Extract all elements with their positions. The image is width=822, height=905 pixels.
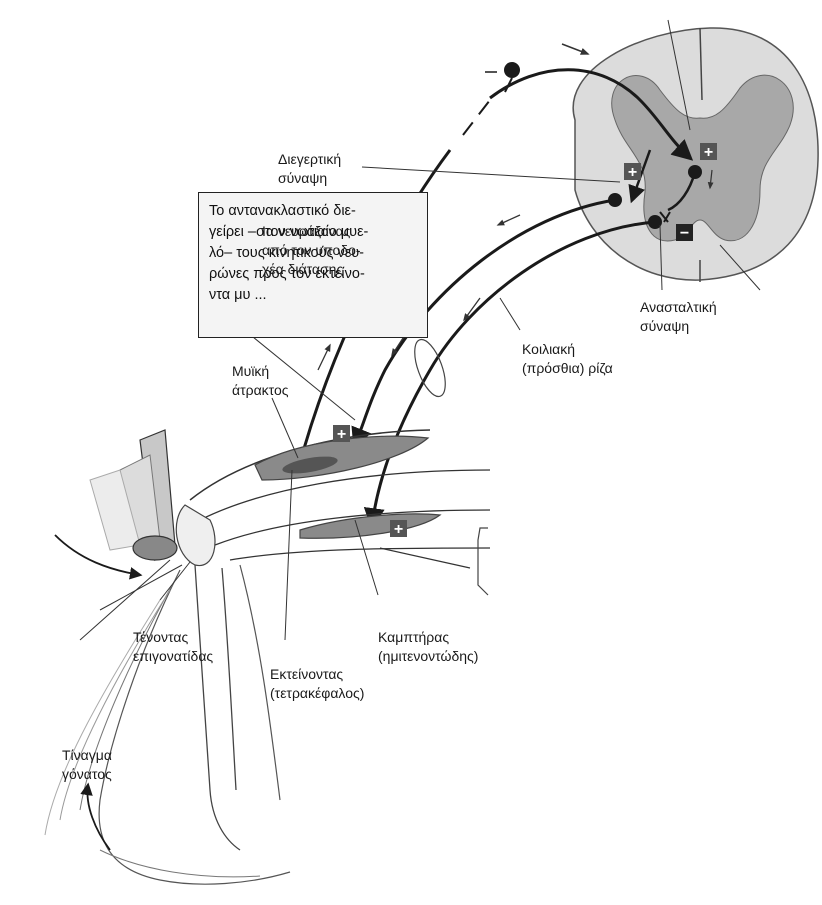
svg-text:+: +: [394, 521, 403, 538]
label-flexor: Καμπτήρας (ημιτενοντώδης): [378, 628, 478, 666]
plus-badge-cord: +: [700, 143, 717, 161]
minus-badge-inhibitory: −: [676, 224, 693, 242]
spinal-cord: [573, 28, 818, 282]
plus-badge-extensor: +: [333, 425, 350, 443]
svg-text:−: −: [680, 225, 689, 242]
plus-badge-excitatory: +: [624, 163, 641, 181]
patella: [176, 505, 215, 566]
svg-text:+: +: [337, 426, 346, 443]
label-ia-axon: Ια νευράξονας από τον υποδο- χέα διάταση…: [262, 222, 361, 279]
svg-text:+: +: [628, 164, 637, 181]
label-inhibitory-synapse: Ανασταλτική σύναψη: [640, 298, 717, 336]
flexor-muscle: [300, 514, 440, 538]
plus-badge-flexor: +: [390, 520, 407, 538]
label-extensor: Εκτείνοντας (τετρακέφαλος): [270, 665, 364, 703]
label-patellar-tendon: Τένοντας επιγονατίδας: [133, 628, 213, 666]
callout-line: Το αντανακλαστικό διε-: [209, 201, 417, 222]
svg-text:+: +: [704, 144, 713, 161]
thigh: [176, 430, 490, 595]
label-excitatory-synapse: Διεγερτική σύναψη: [278, 150, 341, 188]
reflex-hammer-icon: [55, 430, 177, 575]
lower-leg: [45, 565, 290, 884]
label-ventral-root: Κοιλιακή (πρόσθια) ρίζα: [522, 340, 613, 378]
label-muscle-spindle: Μυϊκή άτρακτος: [232, 362, 289, 400]
label-knee-jerk: Τίναγμα γόνατος: [62, 746, 112, 784]
dorsal-ganglion-cell: [504, 62, 520, 78]
callout-line: ντα μυ ...: [209, 285, 417, 306]
